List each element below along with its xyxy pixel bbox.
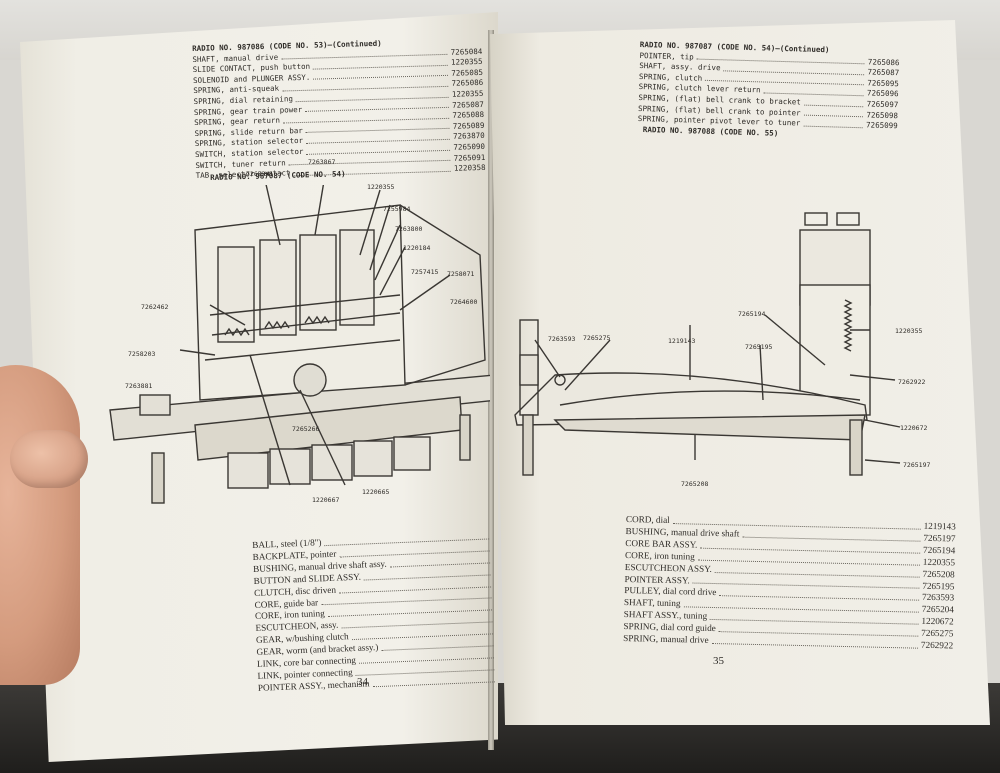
left-top-parts-list: RADIO NO. 987086 (CODE NO. 53)—(Continue… <box>192 36 486 182</box>
callout-label: 7263800 <box>395 225 423 233</box>
callout-label: 7265197 <box>903 461 931 469</box>
part-number: 7265099 <box>865 120 898 131</box>
part-number: 7265208 <box>922 568 955 580</box>
part-number: 1220358 <box>453 162 486 173</box>
part-number: 7265275 <box>921 627 954 639</box>
callout-label: 7263881 <box>125 382 153 390</box>
callout-label: 7257415 <box>411 268 439 276</box>
callout-label: 1220667 <box>312 496 340 504</box>
hand-holding-book <box>0 365 80 685</box>
dot-leader <box>803 118 864 129</box>
callout-label: 1220355 <box>367 183 395 191</box>
callout-label: 7255984 <box>383 205 411 213</box>
part-number: 7265195 <box>922 580 955 592</box>
part-name: CORD, dial <box>625 514 670 525</box>
callout-label: 7265266 <box>292 425 320 433</box>
callout-label: 1220184 <box>403 244 431 252</box>
callout-label: 7258203 <box>128 350 156 358</box>
right-page <box>490 20 990 725</box>
page-number-right: 35 <box>713 655 724 667</box>
part-number: 7262922 <box>920 639 954 651</box>
callout-label: 1220355 <box>895 327 923 335</box>
callout-label: 7265341 <box>246 170 274 178</box>
callout-label: 7263593 <box>548 335 576 343</box>
callout-label: 7265195 <box>745 343 773 351</box>
dot-leader <box>803 108 864 118</box>
part-number: 7265204 <box>921 604 955 615</box>
callout-label: 1219143 <box>668 337 696 345</box>
part-name: SPRING, manual drive <box>623 633 709 645</box>
callout-label: 1220665 <box>362 488 390 496</box>
callout-label: 1220672 <box>900 424 928 432</box>
part-number: 1220355 <box>922 556 956 568</box>
part-number: 7265197 <box>923 532 956 544</box>
thumb <box>10 430 88 488</box>
book-gutter <box>488 30 494 750</box>
radio-chassis-diagram-left <box>109 185 490 504</box>
part-number: 7263593 <box>921 592 955 603</box>
callout-label: 7258071 <box>447 270 475 278</box>
part-number: 1220672 <box>921 615 954 627</box>
callout-label: 7265275 <box>583 334 611 342</box>
part-number: 7265194 <box>923 544 956 556</box>
right-top-parts-list: RADIO NO. 987087 (CODE NO. 54)—(Continue… <box>638 40 900 132</box>
dot-leader <box>763 85 865 97</box>
callout-label: 7265208 <box>681 480 709 488</box>
dot-leader <box>803 97 864 107</box>
page-number-left: 34 <box>357 676 368 688</box>
callout-label: 7265194 <box>738 310 766 318</box>
callout-label: 7263867 <box>308 158 336 166</box>
part-number: 1219143 <box>923 520 956 532</box>
callout-label: 7264600 <box>450 298 478 306</box>
radio-dial-diagram-right <box>514 212 901 476</box>
callout-label: 7262922 <box>898 378 926 386</box>
callout-label: 7262462 <box>141 303 169 311</box>
